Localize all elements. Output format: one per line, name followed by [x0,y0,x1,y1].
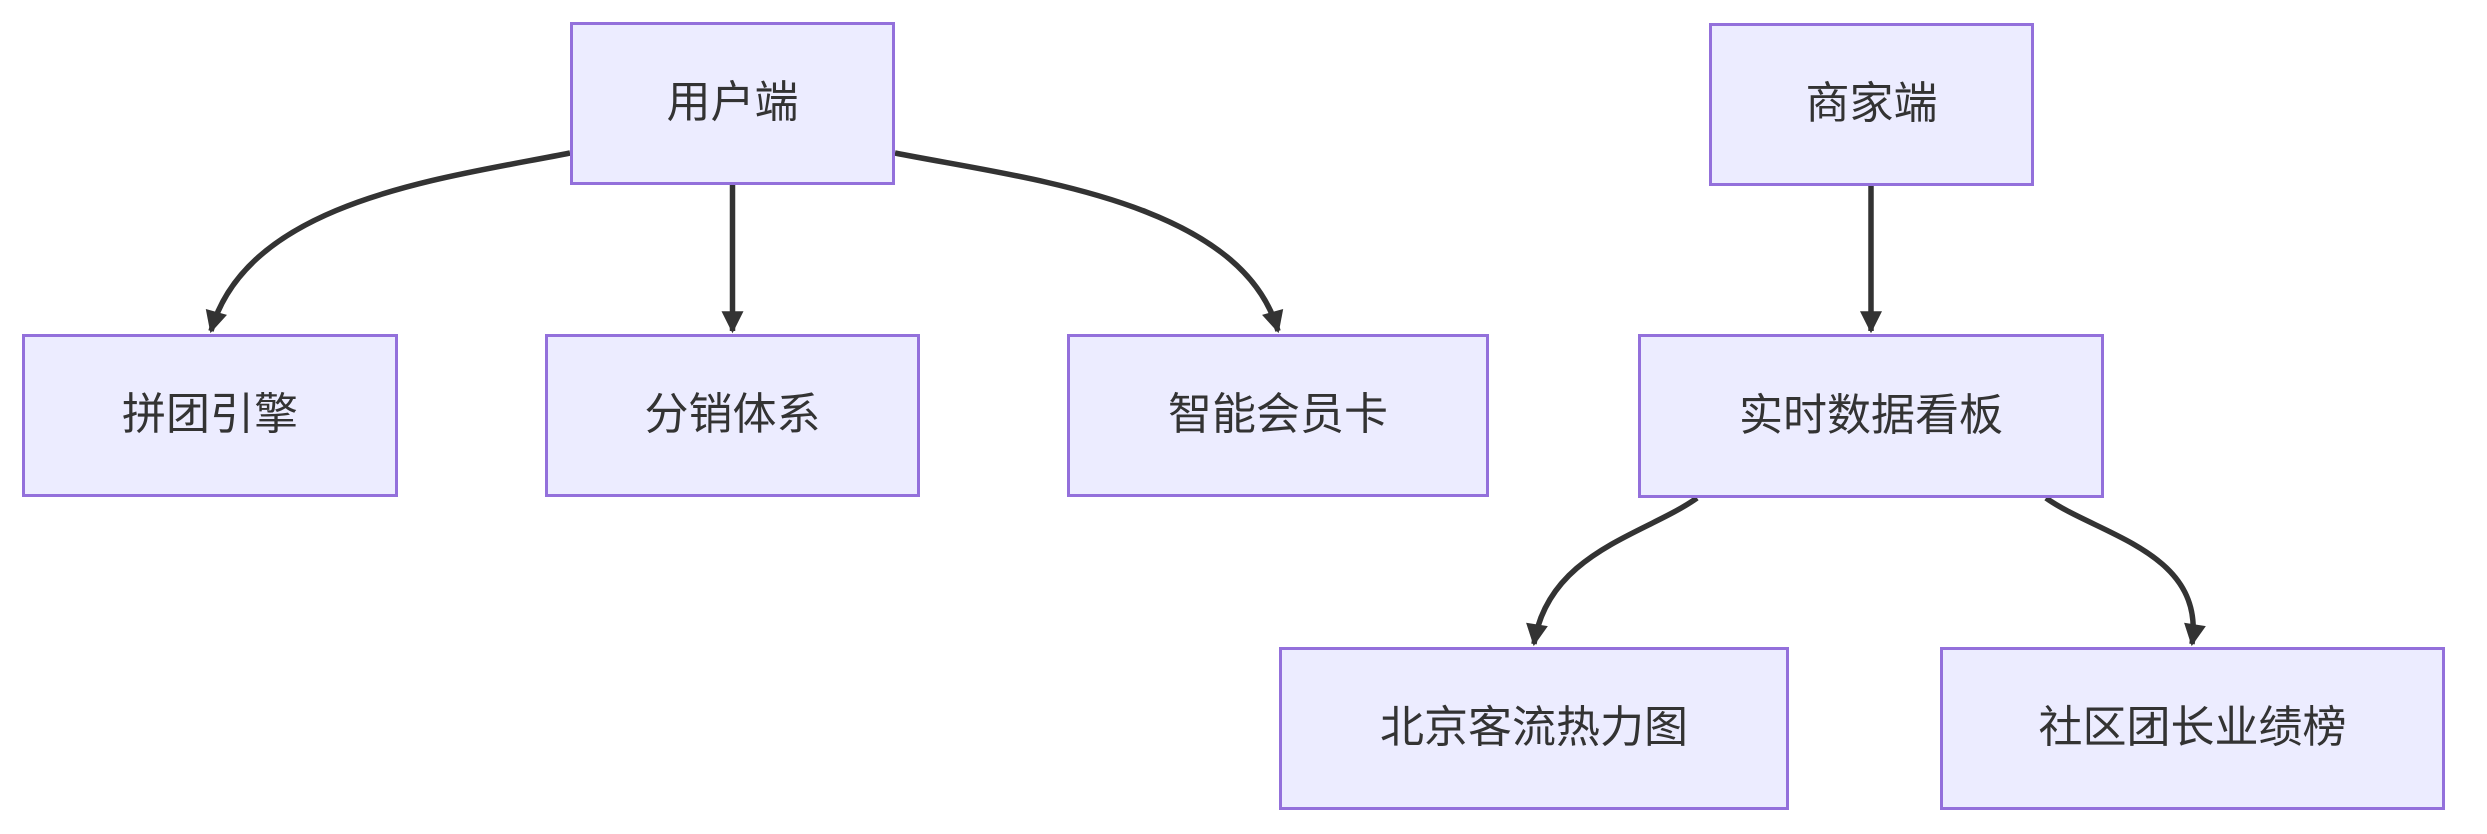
edge-dashboard-to-heatmap [1526,495,1699,647]
node-groupbuy-engine: 拼团引擎 [22,334,398,497]
node-merchant-side: 商家端 [1709,23,2034,186]
edge-user-to-groupbuy [205,150,571,334]
node-beijing-heatmap: 北京客流热力图 [1279,647,1789,810]
edge-dashboard-to-ranking [2044,495,2206,647]
node-label: 商家端 [1805,79,1938,129]
node-label: 智能会员卡 [1168,390,1388,440]
node-user-side: 用户端 [570,22,895,185]
node-label: 分销体系 [644,390,821,440]
node-leader-ranking: 社区团长业绩榜 [1940,647,2445,810]
node-smart-member-card: 智能会员卡 [1067,334,1489,497]
node-label: 用户端 [666,78,799,128]
node-realtime-dashboard: 实时数据看板 [1638,334,2104,498]
node-distribution-system: 分销体系 [545,334,920,497]
node-label: 北京客流热力图 [1380,703,1688,753]
node-label: 社区团长业绩榜 [2038,703,2347,753]
node-label: 实时数据看板 [1739,390,2003,440]
edge-user-to-membercard [894,150,1284,334]
node-label: 拼团引擎 [122,390,298,440]
